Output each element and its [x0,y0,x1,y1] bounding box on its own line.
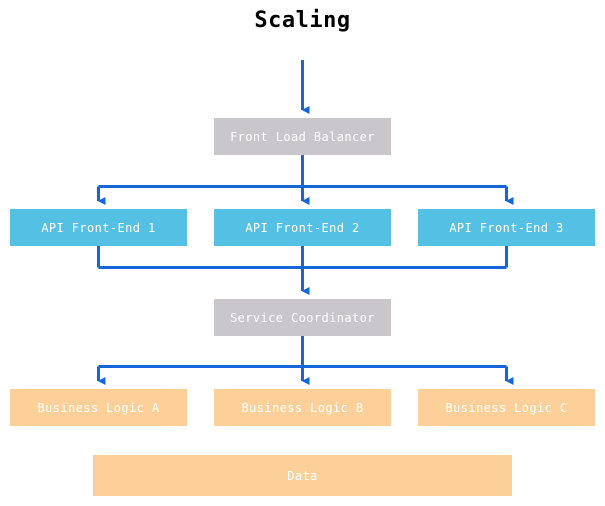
node-business-logic-c[interactable]: Business Logic C [418,389,595,426]
edge-service-coordinator-to-business-logic [97,336,514,386]
edge-api-front-ends-to-service-coordinator [97,245,508,296]
node-front-load-balancer[interactable]: Front Load Balancer [214,118,391,155]
node-service-coordinator[interactable]: Service Coordinator [214,299,391,336]
node-api-front-end-2[interactable]: API Front-End 2 [214,209,391,246]
edge-front-load-balancer-to-api-front-ends [97,154,514,206]
node-api-front-end-3[interactable]: API Front-End 3 [418,209,595,246]
node-api-front-end-1[interactable]: API Front-End 1 [10,209,187,246]
node-data[interactable]: Data [93,455,512,496]
node-business-logic-b[interactable]: Business Logic B [214,389,391,426]
page-title: Scaling [254,8,351,33]
node-business-logic-a[interactable]: Business Logic A [10,389,187,426]
